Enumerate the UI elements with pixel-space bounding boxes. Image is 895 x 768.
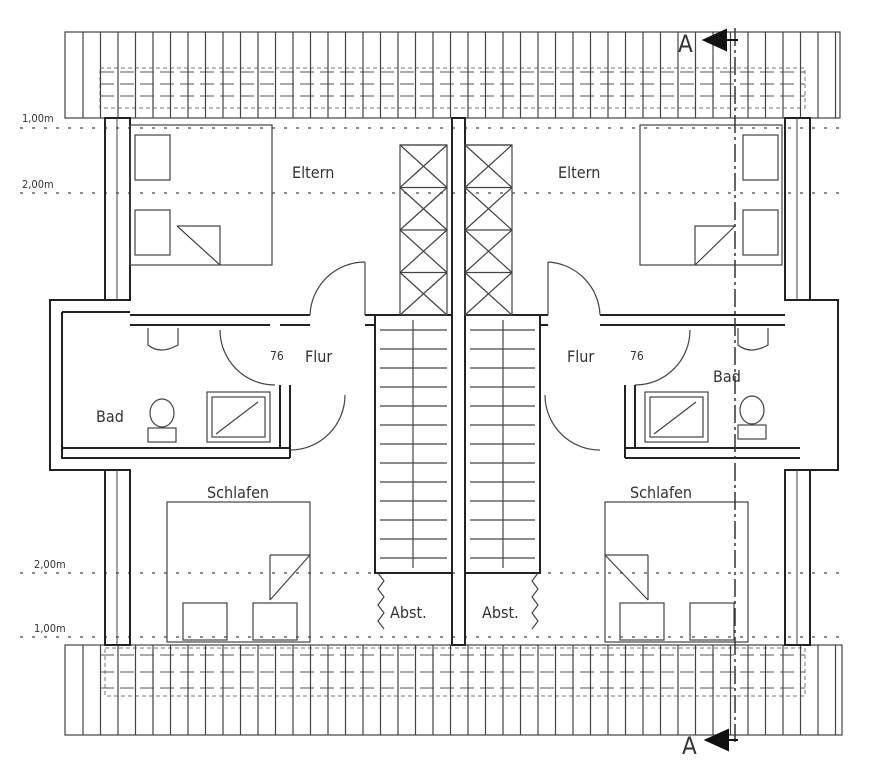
- room-label-bad: Bad: [713, 367, 741, 386]
- bed: [639, 124, 783, 266]
- room-label-abst: Abst.: [390, 603, 427, 622]
- roof-top: [64, 31, 841, 119]
- wardrobe-cross: [464, 144, 513, 188]
- room-label-flur: Flur: [305, 347, 332, 366]
- wardrobe-cross: [399, 187, 448, 231]
- room-label-bad: Bad: [96, 407, 124, 426]
- roof-bottom: [64, 644, 843, 736]
- section-marker: A: [682, 732, 697, 760]
- wardrobe-cross: [464, 272, 513, 316]
- section-arrow-icon: [701, 28, 738, 52]
- shower-icon: [644, 391, 709, 443]
- level-label: 2,00m: [34, 558, 66, 571]
- door-width-label: 76: [630, 349, 644, 363]
- room-label-flur: Flur: [567, 347, 594, 366]
- room-label-eltern: Eltern: [292, 163, 334, 182]
- room-label-eltern: Eltern: [558, 163, 600, 182]
- furniture: [129, 124, 783, 643]
- washbasin-icon: [147, 328, 179, 351]
- level-label: 2,00m: [22, 178, 54, 191]
- room-label-abst: Abst.: [482, 603, 519, 622]
- door-width-label: 76: [270, 349, 284, 363]
- wardrobes: [399, 144, 513, 316]
- section-marker: A: [678, 30, 693, 58]
- toilet-icon: [739, 395, 765, 425]
- staircases: [380, 320, 535, 568]
- shower-icon: [206, 391, 271, 443]
- level-label: 1,00m: [34, 622, 66, 635]
- bed: [166, 501, 311, 643]
- wardrobe-cross: [399, 144, 448, 188]
- room-label-schlafen: Schlafen: [630, 483, 692, 502]
- bed: [604, 501, 749, 643]
- section-arrow-icon: [703, 728, 738, 752]
- wardrobe-cross: [399, 272, 448, 316]
- bed: [129, 124, 273, 266]
- wardrobe-cross: [464, 187, 513, 231]
- wardrobe-cross: [464, 229, 513, 273]
- washbasin-icon: [737, 328, 769, 351]
- level-label: 1,00m: [22, 112, 54, 125]
- wardrobe-cross: [399, 229, 448, 273]
- room-label-schlafen: Schlafen: [207, 483, 269, 502]
- toilet-icon: [149, 398, 175, 428]
